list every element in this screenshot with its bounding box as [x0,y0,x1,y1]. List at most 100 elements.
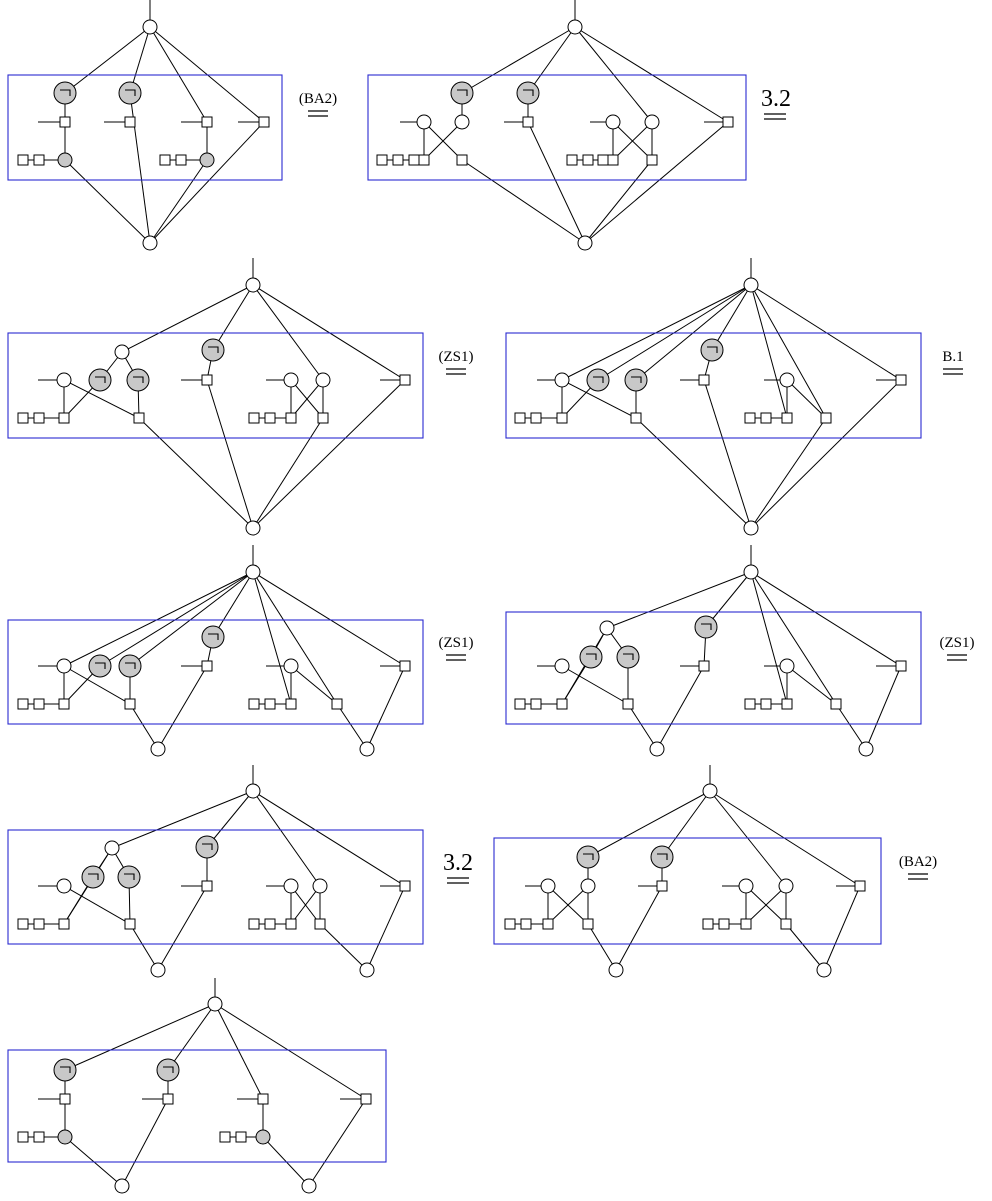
top-node [207,996,223,1012]
scope-box [367,74,747,181]
negation-node [53,1058,77,1082]
bottom-node [150,741,166,757]
diagram-8 [493,765,882,978]
square-node [248,918,260,930]
equation-5: (ZS1) [439,635,474,661]
square-node [264,698,276,710]
equation-label: (BA2) [899,854,937,870]
square-node [698,374,710,386]
top-node [245,564,261,580]
diagram-2 [367,0,747,251]
negation-node [516,81,540,105]
negation-node [88,368,112,392]
shaded-node [57,1129,73,1145]
diagram-3 [7,258,424,536]
square-node [33,1131,45,1143]
square-node [646,154,658,166]
copy-node [104,840,120,856]
copy-node [283,372,299,388]
negation-node [450,81,474,105]
copy-node [779,372,795,388]
negation-node [579,645,603,669]
square-node [504,918,516,930]
negation-node [624,368,648,392]
square-node [59,116,71,128]
negation-node [650,845,674,869]
square-node [530,412,542,424]
top-node [702,783,718,799]
negation-node [118,81,142,105]
copy-node [738,878,754,894]
square-node [418,154,430,166]
square-node [58,698,70,710]
square-node [399,660,411,672]
equation-label: (ZS1) [439,635,474,651]
square-node [744,412,756,424]
scope-box [7,332,424,439]
square-node [58,412,70,424]
top-node [142,19,158,35]
negation-node [616,645,640,669]
negation-node [576,845,600,869]
scope-box [7,829,424,945]
negation-node [156,1058,180,1082]
diagram-4 [505,258,922,536]
bottom-node [858,741,874,757]
copy-node [283,658,299,674]
square-node [556,412,568,424]
negation-node [694,615,718,639]
copy-node [454,114,470,130]
negation-node [53,81,77,105]
negation-node [81,865,105,889]
square-node [285,412,297,424]
copy-node [779,658,795,674]
square-node [159,154,171,166]
equation-label: (ZS1) [439,349,474,365]
square-node [201,374,213,386]
square-node [162,1093,174,1105]
copy-node [56,372,72,388]
diagram-1 [7,0,283,251]
bottom-node [743,520,759,536]
equation-label: (BA2) [299,91,337,107]
square-node [895,660,907,672]
bottom-node [114,1178,130,1194]
negation-node [126,368,150,392]
square-node [718,918,730,930]
square-node [58,918,70,930]
shaded-node [199,152,215,168]
square-node [740,918,752,930]
copy-node [554,372,570,388]
diagram-6 [505,545,922,757]
square-node [522,116,534,128]
square-node [514,698,526,710]
diagram-9 [7,978,387,1194]
square-node [33,918,45,930]
scope-box [505,611,922,725]
equation-1: (BA2) [299,91,337,117]
square-node [124,698,136,710]
square-node [264,412,276,424]
square-node [201,660,213,672]
square-node [702,918,714,930]
bottom-node [150,962,166,978]
square-node [607,154,619,166]
square-node [854,880,866,892]
square-node [201,116,213,128]
copy-node [580,878,596,894]
equation-label: B.1 [942,349,963,365]
scope-box [7,74,283,181]
negation-node [88,654,112,678]
square-node [235,1131,247,1143]
square-node [264,918,276,930]
top-node [245,277,261,293]
square-node [17,698,29,710]
square-node [622,698,634,710]
square-node [285,698,297,710]
square-node [744,698,756,710]
square-node [258,116,270,128]
bottom-node [608,962,624,978]
square-node [781,698,793,710]
square-node [33,698,45,710]
